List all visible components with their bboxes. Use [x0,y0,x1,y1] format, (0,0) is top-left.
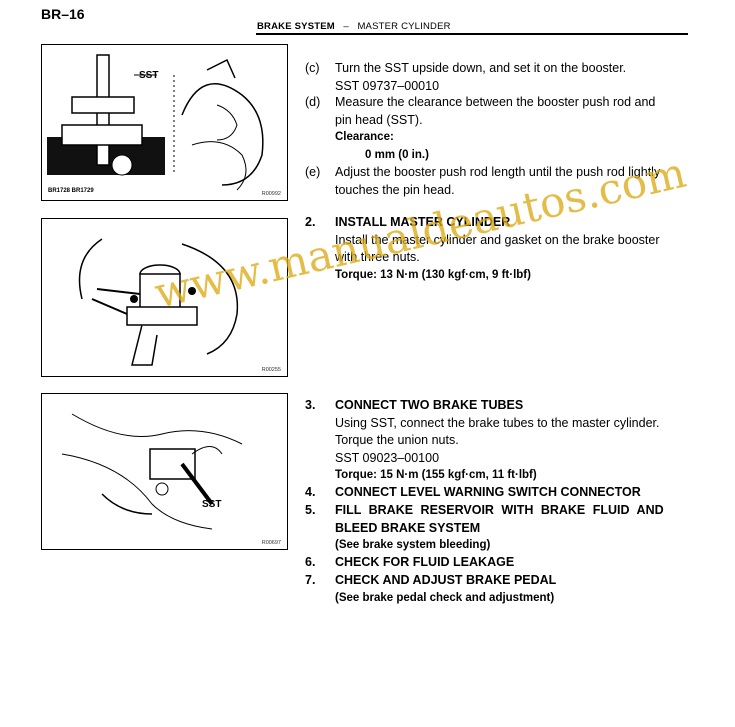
figure-master-cylinder-drawing [78,238,239,366]
header-separator: – [343,21,349,32]
step-note: (See brake system bleeding) [335,539,491,551]
section-title: BRAKE SYSTEM [257,21,335,32]
step-letter: (d) [305,95,321,109]
step-title: CONNECT TWO BRAKE TUBES [335,398,524,412]
step-text: touches the pin head. [335,182,455,197]
step-number: 4. [305,485,316,499]
step-title: FILL BRAKE RESERVOIR WITH BRAKE FLUID AN… [335,503,664,517]
step-number: 3. [305,398,316,412]
figure-code: R00992 [261,191,281,197]
page-number: BR–16 [41,6,85,22]
step-text: Measure the clearance between the booste… [335,95,656,109]
figure-brake-tubes: SST R00697 [41,393,288,550]
figure-sst-booster-drawing [47,54,264,191]
sst-number: SST 09023–00100 [335,450,440,465]
step-text: Torque the union nuts. [335,433,459,447]
step-number: 7. [305,573,316,587]
clearance-label: Clearance: [335,131,394,143]
step-note: (See brake pedal check and adjustment) [335,591,555,604]
sst-label: SST [202,499,222,510]
step-title: CONNECT LEVEL WARNING SWITCH CONNECTOR [335,485,641,499]
subsection-title: MASTER CYLINDER [357,21,451,32]
step-title: CHECK AND ADJUST BRAKE PEDAL [335,573,557,587]
step-letter: (e) [305,165,321,179]
section-header: BRAKE SYSTEM – MASTER CYLINDER [257,21,451,32]
step-text: with three nuts. [335,250,420,264]
step-number: 5. [305,503,316,517]
step-title: CHECK FOR FLUID LEAKAGE [335,555,515,569]
torque-spec: Torque: 15 N·m (155 kgf·cm, 11 ft·lbf) [335,469,537,481]
step-title: INSTALL MASTER CYLINDER [335,215,511,229]
step-text: Turn the SST upside down, and set it on … [335,61,627,75]
sst-number: SST 09737–00010 [335,78,440,93]
step-letter: (c) [305,61,320,75]
step-text: Install the master cylinder and gasket o… [335,232,660,247]
clearance-value: 0 mm (0 in.) [365,148,429,161]
torque-spec: Torque: 13 N·m (130 kgf·cm, 9 ft·lbf) [335,268,531,281]
step-text: pin head (SST). [335,112,423,127]
figure-brake-tubes-drawing [61,413,243,530]
step-title: BLEED BRAKE SYSTEM [335,520,481,535]
figure-caption: BR1728 BR1729 [48,188,94,194]
step-text: Using SST, connect the brake tubes to th… [335,415,660,430]
header-rule [256,33,688,35]
figure-sst-booster: SST BR1728 BR1729 R00992 [41,44,288,201]
step-number: 6. [305,555,316,569]
step-number: 2. [305,215,316,229]
step-text: Adjust the booster push rod length until… [335,165,661,179]
sst-label: SST [139,70,159,81]
figure-code: R00255 [261,367,281,373]
figure-master-cylinder: R00255 [41,218,288,377]
figure-code: R00697 [261,540,281,546]
